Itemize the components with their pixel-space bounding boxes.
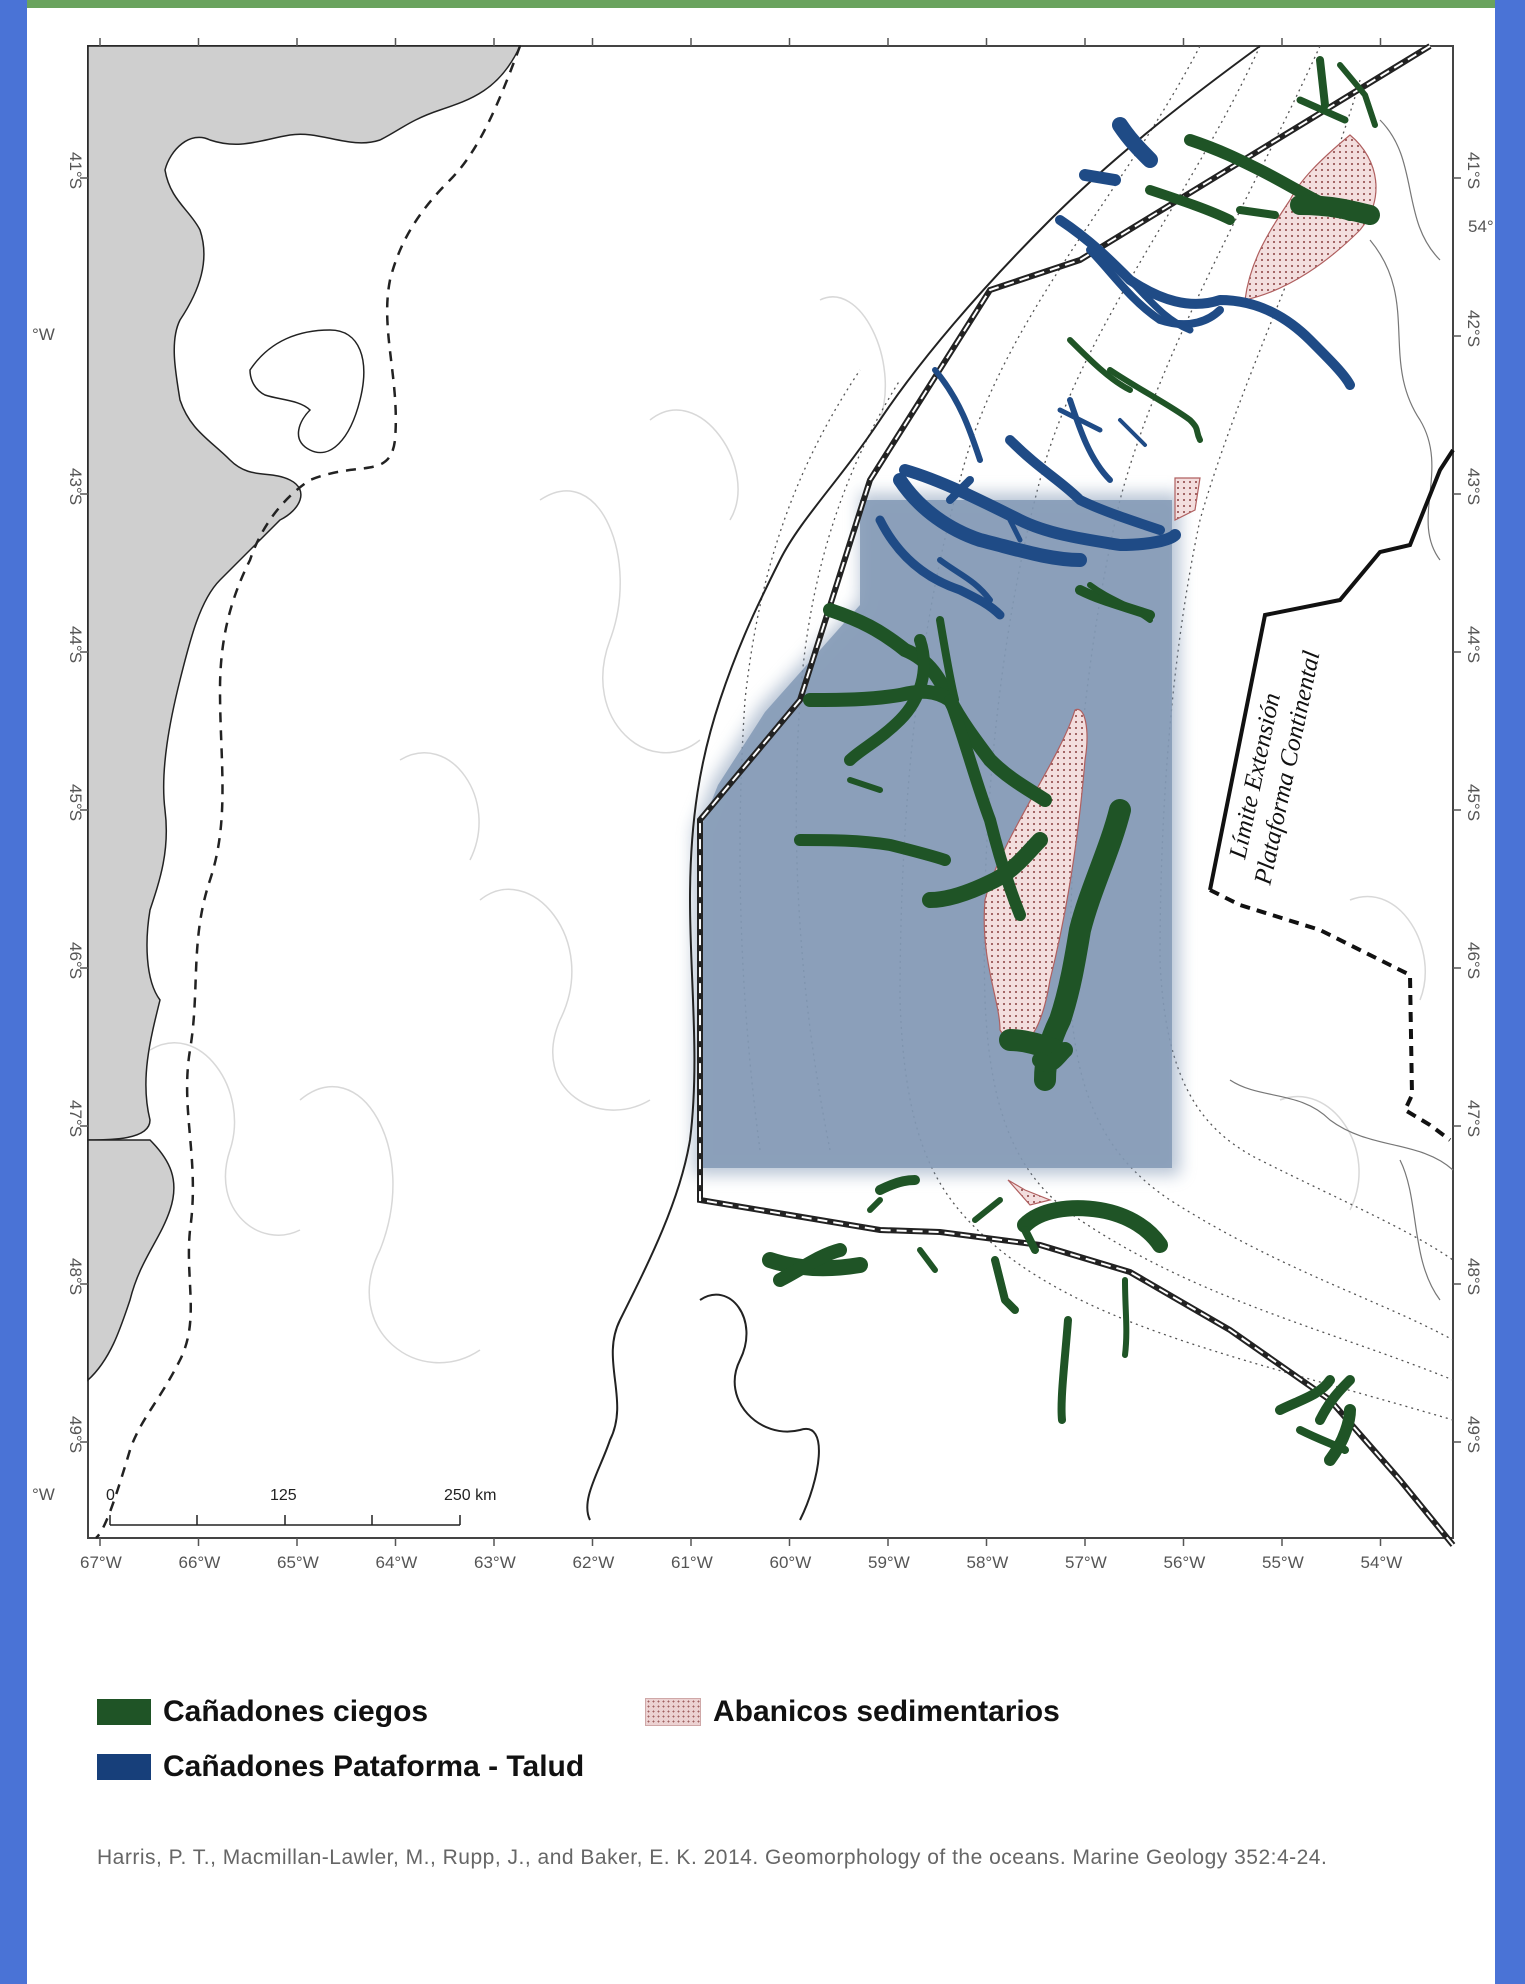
svg-text:48°S: 48°S [1464,1258,1483,1295]
lat-label-right: 45°S [1464,784,1483,821]
left-edge-label-1: °W [32,325,55,344]
svg-text:44°S: 44°S [66,626,85,663]
left-edge-label-2: °W [32,1485,55,1504]
legend-swatch-green [97,1699,151,1725]
svg-text:45°S: 45°S [66,784,85,821]
lat-label-right: 44°S [1464,626,1483,663]
lat-label-left: 47°S [66,1100,85,1137]
svg-text:43°S: 43°S [66,468,85,505]
blind-canyons [762,56,1380,1466]
lat-label-right: 41°S [1464,152,1483,189]
bathymetric-map: 67°W 66°W 65°W 64°W 63°W 62°W 61°W 60°W 59°W 58°W… [32,38,1494,1572]
land-patagonia-north [87,45,522,1141]
lon-label: 55°W [1262,1553,1304,1572]
right-extra-label: 54° [1468,217,1494,236]
lat-label-right: 46°S [1464,942,1483,979]
lon-label: 57°W [1065,1553,1107,1572]
lon-label: 60°W [770,1553,812,1572]
lon-label: 58°W [967,1553,1009,1572]
peninsula-gulf [249,329,365,454]
territorial-dashed-line [95,45,522,1539]
legend-item-blind-canyons: Cañadones ciegos [97,1695,428,1729]
lon-label: 61°W [671,1553,713,1572]
lat-label-left: 46°S [66,942,85,979]
svg-text:46°S: 46°S [1464,942,1483,979]
scale-bar: 0 125 250 km [106,1487,496,1526]
lon-label: 67°W [80,1553,122,1572]
lat-label-left: 41°S [66,152,85,189]
svg-text:47°S: 47°S [66,1100,85,1137]
faint-bathymetry-contours [149,296,1426,1364]
land-areas [87,45,522,1382]
svg-text:41°S: 41°S [66,152,85,189]
lat-label-left: 48°S [66,1258,85,1295]
continental-shelf-limit-dashed [1209,888,1452,1142]
svg-text:43°S: 43°S [1464,468,1483,505]
eez-boundary [697,43,1456,1547]
svg-text:49°S: 49°S [1464,1416,1483,1453]
lon-label: 66°W [179,1553,221,1572]
legend-label: Cañadones Pataforma - Talud [163,1750,585,1783]
lat-label-left: 45°S [66,784,85,821]
lat-label-left: 49°S [66,1416,85,1453]
lat-label-right: 48°S [1464,1258,1483,1295]
lat-label-right: 43°S [1464,468,1483,505]
svg-text:41°S: 41°S [1464,152,1483,189]
map-tick-marks [80,38,1461,1546]
land-patagonia-south [87,1139,175,1382]
legend-label: Cañadones ciegos [163,1695,429,1728]
lon-label: 56°W [1164,1553,1206,1572]
lon-label: 54°W [1361,1553,1403,1572]
legend: Cañadones ciegos Cañadones Pataforma - T… [97,1695,1197,1815]
legend-swatch-dotted [645,1698,701,1726]
lat-label-left: 43°S [66,468,85,505]
svg-text:48°S: 48°S [66,1258,85,1295]
top-accent-bar [27,0,1495,10]
citation-text: Harris, P. T., Macmillan-Lawler, M., Rup… [97,1846,1328,1869]
svg-text:45°S: 45°S [1464,784,1483,821]
latitude-labels-right: 41°S 42°S 43°S 44°S 45°S 46°S 47°S 48°S 49°S [1464,152,1483,1453]
legend-item-shelf-slope-canyons: Cañadones Pataforma - Talud [97,1750,584,1784]
lat-label-right: 42°S [1464,310,1483,347]
scale-label-250: 250 km [444,1487,496,1504]
svg-text:47°S: 47°S [1464,1100,1483,1137]
svg-text:44°S: 44°S [1464,626,1483,663]
slope-contours [1229,119,1454,1301]
svg-text:42°S: 42°S [1464,310,1483,347]
continental-shelf-limit [1208,448,1455,891]
lon-label: 63°W [474,1553,516,1572]
legend-label: Abanicos sedimentarios [713,1695,1060,1728]
latitude-labels-left: 41°S 43°S 44°S 45°S 46°S 47°S 48°S 49°S [66,152,85,1453]
lon-label: 62°W [573,1553,615,1572]
lat-label-left: 44°S [66,626,85,663]
scale-label-125: 125 [270,1487,297,1504]
longitude-labels: 67°W 66°W 65°W 64°W 63°W 62°W 61°W 60°W 59°W 58°W… [80,1553,1402,1572]
lon-label: 64°W [376,1553,418,1572]
lon-label: 65°W [277,1553,319,1572]
scale-label-0: 0 [106,1487,115,1504]
lat-label-right: 49°S [1464,1416,1483,1453]
legend-item-sedimentary-fans: Abanicos sedimentarios [645,1695,1060,1729]
shelf-break-line [586,45,1261,1521]
lon-label: 59°W [868,1553,910,1572]
lat-label-right: 47°S [1464,1100,1483,1137]
svg-text:46°S: 46°S [66,942,85,979]
svg-text:49°S: 49°S [66,1416,85,1453]
shelf-slope-canyons [875,117,1355,620]
legend-swatch-blue [97,1754,151,1780]
